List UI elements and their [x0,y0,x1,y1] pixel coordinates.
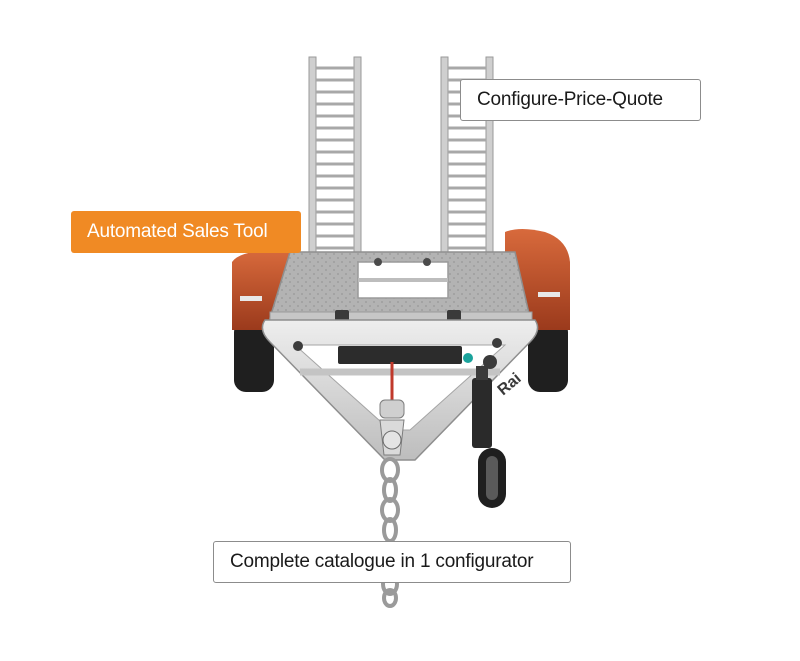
jockey-wheel-icon [472,355,506,508]
ramp-ladder-left [308,56,362,256]
trailer-a-frame: Rai [261,319,539,461]
cpq-label: Configure-Price-Quote [460,79,701,121]
tire-right [528,320,568,392]
safety-chain-icon [380,457,400,608]
automated-sales-tool-label: Automated Sales Tool [71,211,301,253]
tire-left [234,320,274,392]
tow-hitch-icon [379,362,405,456]
catalogue-label: Complete catalogue in 1 configurator [213,541,571,583]
